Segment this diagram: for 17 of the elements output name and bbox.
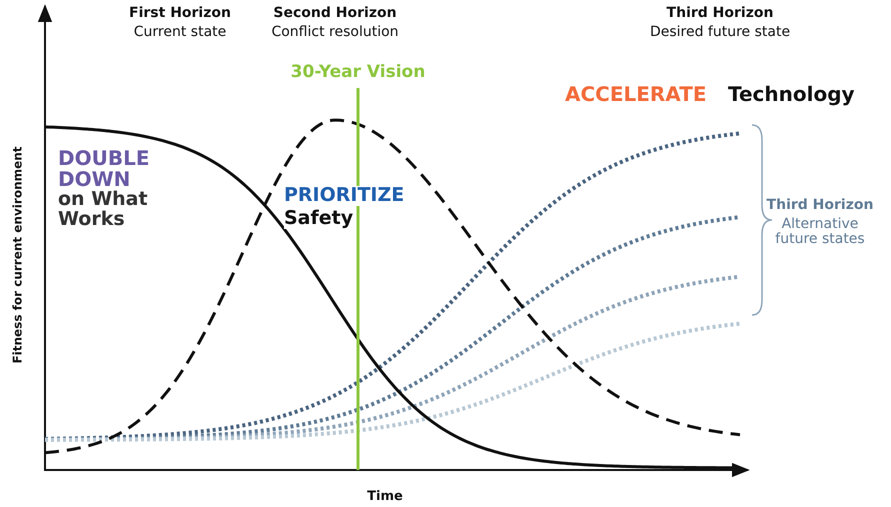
horizon-subtitle: Conflict resolution [271,25,399,40]
action-label: on What Works [58,190,149,230]
horizon-heading: Second Horizon [273,6,397,21]
horizon-subtitle: Current state [134,25,226,40]
brace-label: Third Horizon [766,198,874,213]
brace-label: Alternative future states [774,217,866,246]
axis-title: Fitness for current environment [12,146,24,364]
axis-title: Time [367,490,403,504]
action-label: DOUBLE DOWN [58,148,150,190]
horizon-subtitle: Desired future state [650,25,790,40]
action-label: Safety [284,209,354,229]
action-label: Technology [728,84,855,105]
horizon-heading: Third Horizon [666,6,774,21]
vision-label: 30-Year Vision [290,64,426,82]
action-label: ACCELERATE [565,84,707,105]
horizon-heading: First Horizon [129,6,231,21]
action-label: PRIORITIZE [284,186,404,206]
